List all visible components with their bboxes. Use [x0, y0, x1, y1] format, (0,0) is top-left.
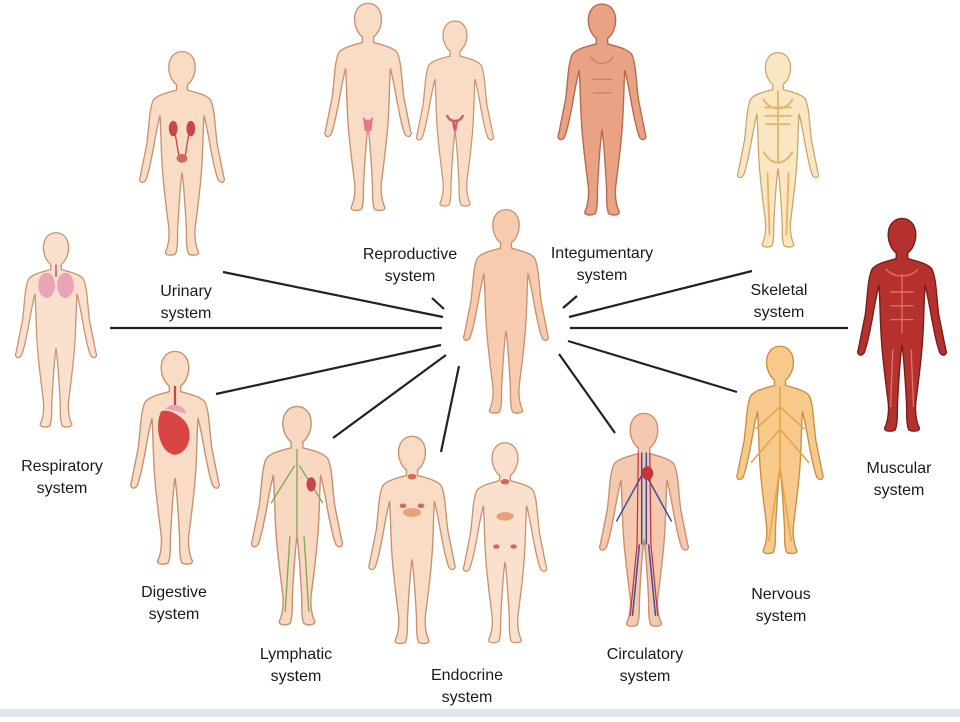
figure-digestive [129, 350, 221, 565]
connector-lymphatic [332, 354, 447, 439]
figure-endocrine-female [462, 442, 548, 644]
figure-reproductive-male [324, 2, 412, 212]
figure-muscular [856, 217, 948, 432]
figure-integumentary [557, 3, 647, 216]
figure-reproductive-female [415, 20, 495, 207]
figure-skeletal [736, 52, 820, 248]
connector-skeletal [568, 269, 753, 319]
connector-nervous [567, 339, 738, 394]
connector-reproductive [431, 297, 445, 310]
figure-respiratory [14, 232, 98, 428]
connector-circulatory [558, 353, 616, 434]
connector-integumentary [562, 295, 578, 309]
connector-urinary [222, 270, 444, 319]
figure-nervous [736, 345, 824, 555]
bottom-strip [0, 709, 960, 717]
figure-circulatory [598, 412, 690, 627]
figure-center-body [462, 208, 550, 414]
connector-digestive [215, 343, 442, 396]
figure-endocrine-male [368, 435, 456, 645]
connector-lines [110, 269, 848, 453]
connector-endocrine [439, 365, 461, 453]
figure-lymphatic [250, 405, 344, 626]
figure-urinary [138, 50, 226, 256]
